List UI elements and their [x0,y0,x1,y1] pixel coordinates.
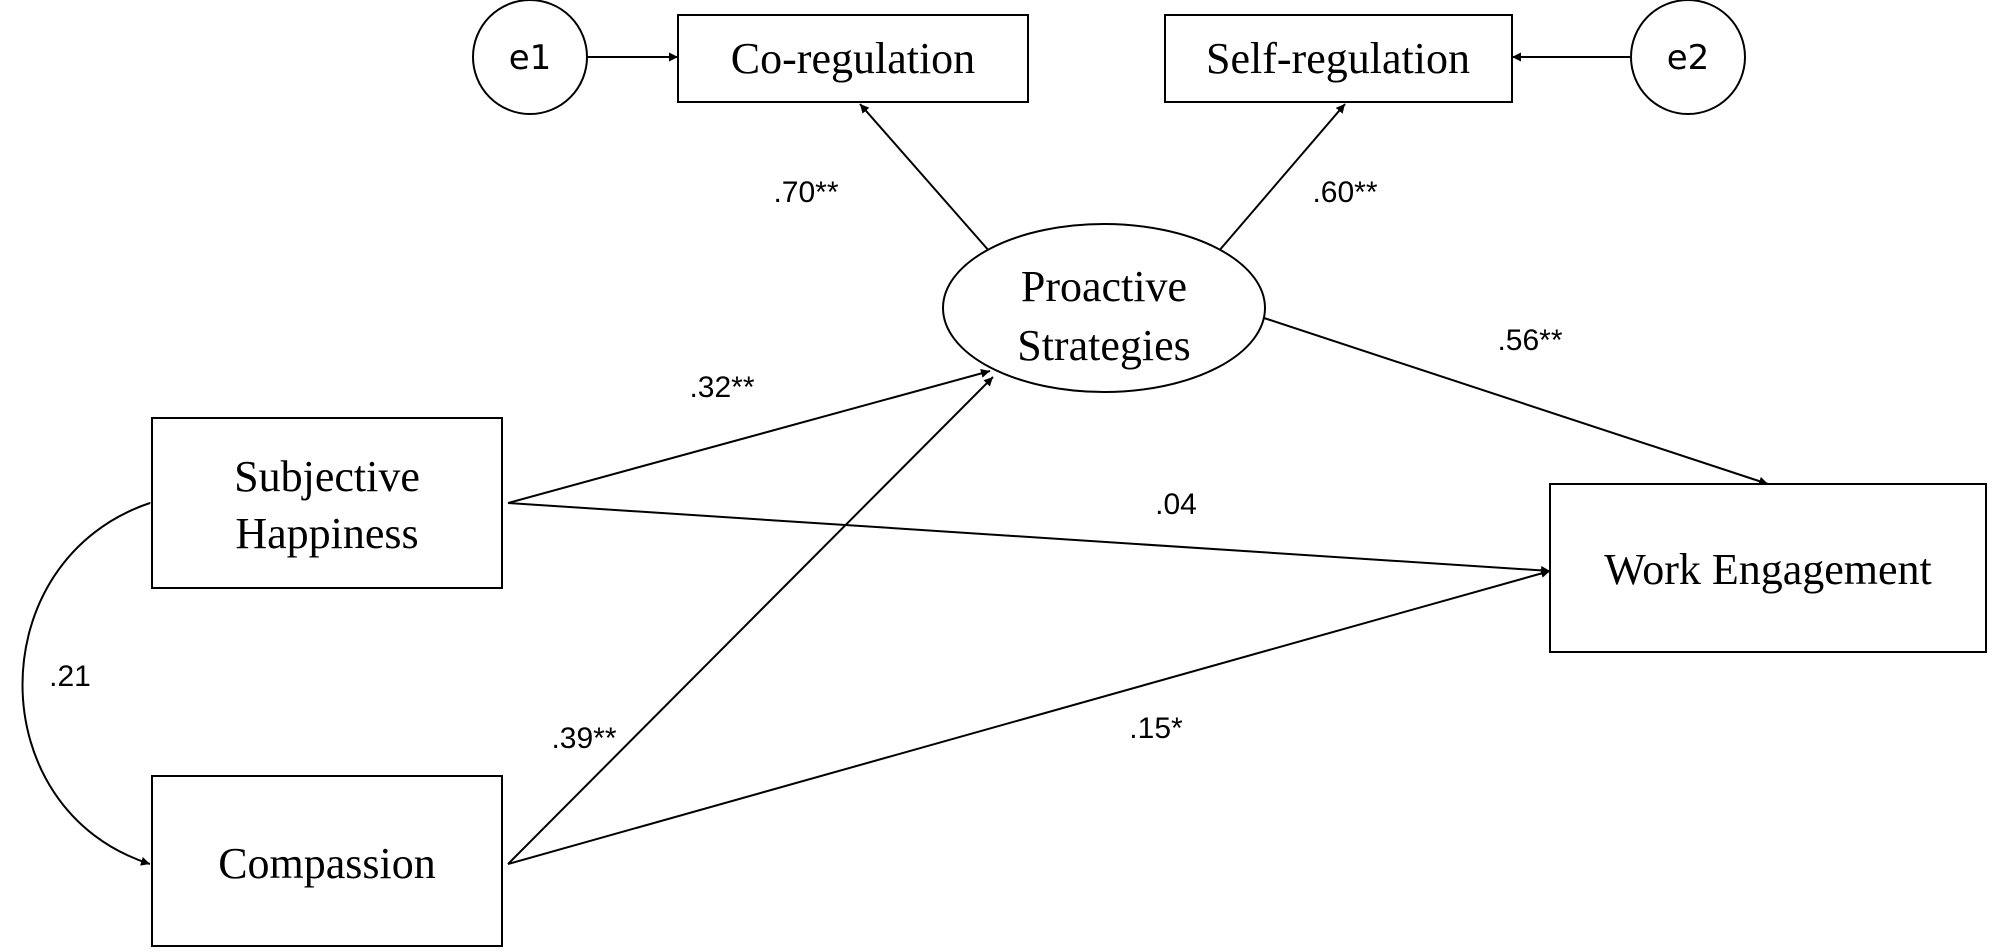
edge-happiness-compassion-correlation [21,495,160,866]
coregulation-node [677,14,1029,103]
coef-proactive-coregulation: .70** [773,176,838,209]
subjective-happiness-label-line2: Happiness [235,509,418,558]
edge-compassion-to-work-engagement [507,569,1551,865]
edge-happiness-to-proactive [507,369,991,504]
proactive-strategies-label-line2: Strategies [1017,321,1191,370]
coef-happiness-work-engagement: .04 [1155,488,1197,521]
e1-node [472,0,588,115]
edge-proactive-to-coregulation [859,103,991,253]
subjective-happiness-node [151,417,503,589]
e1-label: e1 [509,38,552,78]
coregulation-label: Co-regulation [731,34,975,83]
work-engagement-label: Work Engagement [1604,545,1932,594]
compassion-label: Compassion [218,839,436,888]
coef-happiness-compassion: .21 [49,660,91,693]
edge-happiness-to-work-engagement [507,502,1551,575]
e2-label: e2 [1667,38,1710,78]
e2-node [1630,0,1746,115]
coef-compassion-work-engagement: .15* [1129,712,1183,745]
edge-proactive-to-selfregulation [1217,103,1346,253]
compassion-node [151,775,503,947]
edge-proactive-to-work-engagement [1263,317,1769,486]
work-engagement-node [1549,483,1987,653]
coef-proactive-selfregulation: .60** [1312,176,1377,209]
proactive-strategies-label-line1: Proactive [1021,262,1187,311]
coef-proactive-work-engagement: .56** [1497,324,1562,357]
edge-compassion-to-proactive [507,376,994,865]
selfregulation-label: Self-regulation [1206,34,1470,83]
coef-happiness-proactive: .32** [689,371,754,404]
subjective-happiness-label-line1: Subjective [234,452,420,501]
selfregulation-node [1164,14,1513,103]
proactive-strategies-node [942,223,1266,393]
coef-compassion-proactive: .39** [551,722,616,755]
